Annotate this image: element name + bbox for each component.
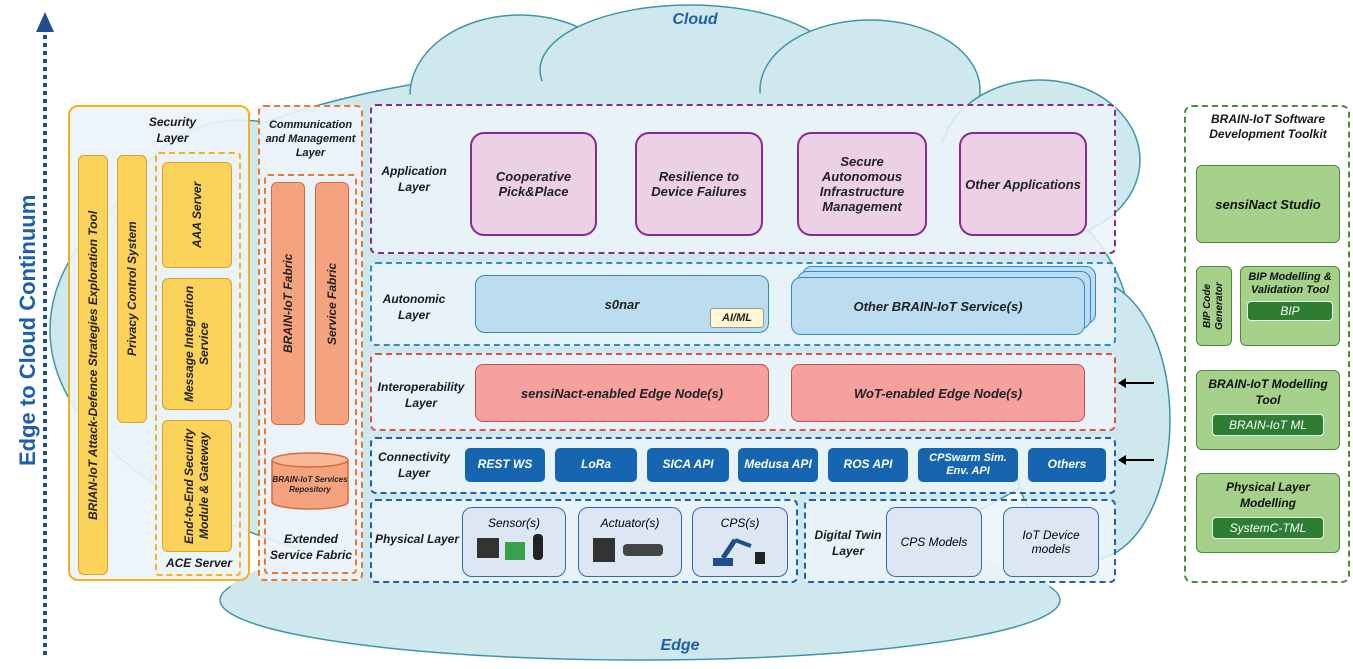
conn-medusa-api[interactable]: Medusa API: [738, 448, 818, 482]
app-other-applications[interactable]: Other Applications: [959, 132, 1087, 236]
bip-modelling-label: BIP Modelling & Validation Tool: [1248, 271, 1332, 297]
sensinact-edge-node[interactable]: sensiNact-enabled Edge Node(s): [475, 364, 769, 422]
conn-rest-ws[interactable]: REST WS: [465, 448, 545, 482]
autonomic-label: Autonomic Layer: [382, 292, 446, 322]
iot-device-models[interactable]: IoT Device models: [1003, 507, 1099, 577]
message-integration-service[interactable]: Message Integration Service: [162, 278, 232, 410]
attack-defence-tool[interactable]: BRIAN-IoT Attack-Defence Strategies Expl…: [78, 155, 108, 575]
app-secure-infrastructure[interactable]: Secure Autonomous Infrastructure Managem…: [797, 132, 927, 236]
services-repository[interactable]: BRAIN-IoT Services Repository: [272, 474, 348, 494]
bip-badge: BIP: [1247, 301, 1333, 322]
conn-cpswarm-api[interactable]: CPSwarm Sim. Env. API: [918, 448, 1018, 482]
e2e-security-module[interactable]: End-to-End Security Module & Gateway: [162, 420, 232, 552]
brain-iot-modelling-tool[interactable]: BRAIN-IoT Modelling Tool BRAIN-IoT ML: [1196, 370, 1340, 450]
app-resilience[interactable]: Resilience to Device Failures: [635, 132, 763, 236]
conn-lora[interactable]: LoRa: [555, 448, 637, 482]
security-title: Security Layer: [148, 115, 197, 145]
systemc-badge: SystemC-TML: [1212, 517, 1324, 540]
toolkit-title: BRAIN-IoT Software Development Toolkit: [1209, 112, 1327, 141]
repository-cylinder: [271, 452, 349, 510]
sensors-icon: [477, 534, 543, 560]
aaa-server[interactable]: AAA Server: [162, 162, 232, 268]
wot-edge-node[interactable]: WoT-enabled Edge Node(s): [791, 364, 1085, 422]
digital-twin-label: Digital Twin Layer: [814, 528, 882, 558]
brain-iot-fabric[interactable]: BRAIN-IoT Fabric: [271, 182, 305, 425]
bip-modelling-tool[interactable]: BIP Modelling & Validation Tool BIP: [1240, 266, 1340, 346]
sensors-label: Sensor(s): [487, 516, 540, 530]
ace-server-label: ACE Server: [165, 556, 233, 571]
phys-sensors[interactable]: Sensor(s): [462, 507, 566, 577]
extended-fabric-group: [264, 174, 357, 574]
application-label: Application Layer: [381, 164, 447, 194]
interop-label: Interoperability Layer: [377, 380, 465, 410]
sensinact-studio[interactable]: sensiNact Studio: [1196, 165, 1340, 243]
actuators-label: Actuator(s): [600, 516, 660, 530]
phys-actuators[interactable]: Actuator(s): [578, 507, 682, 577]
continuum-arrow: [36, 12, 54, 655]
edge-label: Edge: [660, 637, 700, 654]
conn-ros-api[interactable]: ROS API: [828, 448, 908, 482]
connectivity-label: Connectivity Layer: [377, 450, 450, 480]
app-cooperative-pick-place[interactable]: Cooperative Pick&Place: [470, 132, 597, 236]
axis-label: Edge to Cloud Continuum: [15, 194, 40, 466]
conn-sica-api[interactable]: SICA API: [647, 448, 729, 482]
phys-cps[interactable]: CPS(s): [692, 507, 788, 577]
toolkit-arrows: [1118, 378, 1154, 465]
cps-label: CPS(s): [720, 516, 760, 530]
physical-layer-modelling[interactable]: Physical Layer Modelling SystemC-TML: [1196, 473, 1340, 553]
privacy-control-system[interactable]: Privacy Control System: [117, 155, 147, 423]
phys-modelling-label: Physical Layer Modelling: [1225, 480, 1311, 510]
cloud-label: Cloud: [672, 11, 718, 28]
comm-title: Communication and Management Layer: [265, 119, 356, 159]
brain-iot-ml-badge: BRAIN-IoT ML: [1212, 414, 1324, 437]
extended-fabric-label: Extended Service Fabric: [269, 532, 353, 562]
robot-arm-icon: [713, 538, 765, 566]
conn-others[interactable]: Others: [1028, 448, 1106, 482]
actuators-icon: [593, 538, 663, 562]
modelling-tool-label: BRAIN-IoT Modelling Tool: [1208, 377, 1328, 407]
aiml-badge: AI/ML: [710, 308, 764, 328]
cps-models[interactable]: CPS Models: [886, 507, 982, 577]
service-fabric[interactable]: Service Fabric: [315, 182, 349, 425]
ace-server-group: [155, 152, 241, 576]
other-brain-iot-services[interactable]: Other BRAIN-IoT Service(s): [791, 277, 1085, 335]
physical-label: Physical Layer: [374, 532, 460, 547]
bip-code-generator[interactable]: BIP Code Generator: [1196, 266, 1232, 346]
